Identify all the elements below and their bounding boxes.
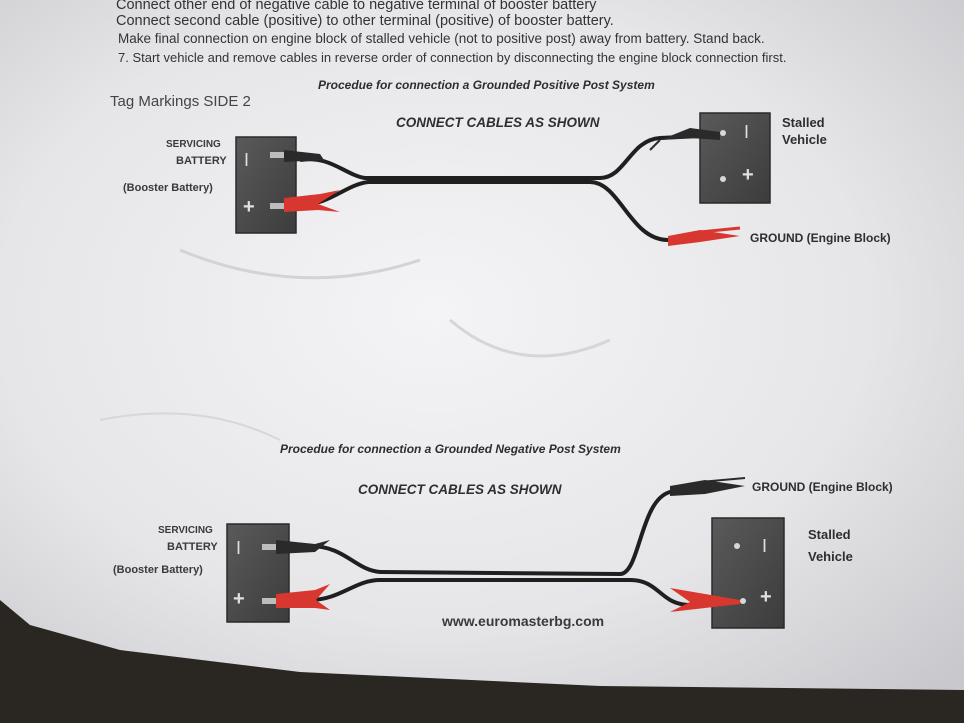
top-servicing-label-2: BATTERY [176, 155, 227, 167]
bottom-connect-label: CONNECT CABLES AS SHOWN [358, 482, 562, 497]
bottom-black-clamp-service [262, 540, 330, 554]
bottom-black-cable [309, 486, 701, 577]
top-stalled-battery [699, 112, 771, 204]
bottom-stalled-post-pos [740, 598, 746, 604]
bottom-stalled-minus: I [762, 536, 768, 556]
bottom-servicing-label-1: SERVICING [158, 525, 213, 536]
top-stalled-label-2: Vehicle [782, 132, 827, 147]
top-ground-label: GROUND (Engine Block) [750, 231, 891, 245]
tag-markings: Tag Markings SIDE 2 [110, 93, 251, 110]
bottom-ground-label: GROUND (Engine Block) [752, 480, 893, 494]
paper-wrinkle [99, 412, 281, 441]
top-service-plus: + [243, 196, 255, 218]
website-link[interactable]: www.euromasterbg.com [442, 613, 605, 629]
bottom-stalled-battery [711, 517, 785, 629]
top-procedure-title: Procedue for connection a Grounded Posit… [318, 78, 655, 92]
top-stalled-post-neg [720, 130, 726, 136]
top-black-clamp-stalled [649, 128, 720, 151]
top-service-minus: I [244, 150, 250, 170]
bottom-service-minus: I [236, 538, 242, 558]
bottom-red-clamp-stalled [670, 588, 740, 612]
instruction-line-4: 7. Start vehicle and remove cables in re… [118, 50, 787, 65]
bottom-stalled-post-neg [734, 543, 740, 549]
bottom-booster-label: (Booster Battery) [113, 564, 203, 576]
top-ground-clamp [668, 226, 741, 246]
top-red-clamp-service [270, 190, 340, 212]
bottom-service-plus: + [233, 588, 245, 610]
bottom-ground-clamp [670, 477, 746, 496]
bottom-stalled-plus: + [760, 586, 772, 608]
bottom-red-cable [309, 578, 691, 607]
instruction-line-2: Connect second cable (positive) to other… [116, 13, 614, 29]
top-servicing-label-1: SERVICING [166, 139, 221, 150]
top-red-cable [299, 180, 669, 242]
top-stalled-minus: I [744, 122, 750, 142]
top-booster-label: (Booster Battery) [123, 182, 213, 194]
top-connect-label: CONNECT CABLES AS SHOWN [396, 115, 600, 130]
bottom-stalled-label-2: Vehicle [808, 549, 853, 564]
instruction-line-1: Connect other end of negative cable to n… [116, 0, 597, 13]
paper-wrinkle [179, 248, 421, 280]
top-black-cable [299, 134, 701, 180]
bottom-red-clamp-service [262, 584, 330, 610]
bottom-servicing-label-2: BATTERY [167, 541, 218, 553]
top-stalled-label-1: Stalled [782, 115, 825, 130]
top-stalled-post-pos [720, 176, 726, 182]
top-black-clamp-service [270, 150, 324, 162]
top-stalled-plus: + [742, 164, 754, 186]
paper-wrinkle [449, 318, 611, 358]
instruction-line-3: Make final connection on engine block of… [118, 31, 765, 46]
bottom-stalled-label-1: Stalled [808, 527, 851, 542]
bottom-procedure-title: Procedue for connection a Grounded Negat… [280, 442, 621, 456]
